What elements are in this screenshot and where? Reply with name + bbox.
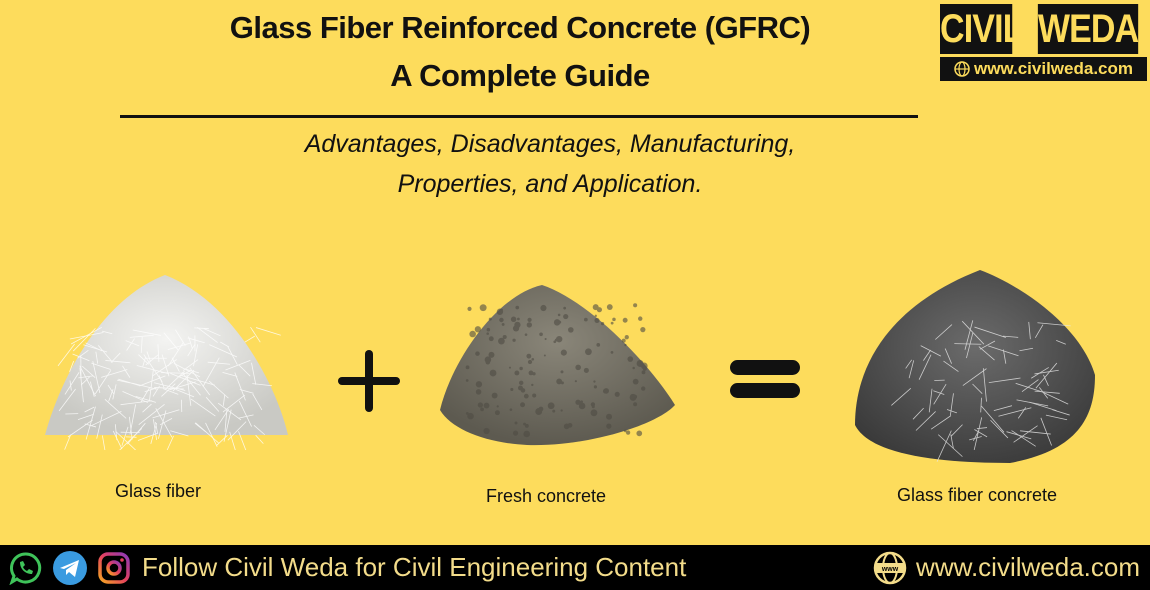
glass-fiber-pile <box>45 275 288 450</box>
fresh-concrete-pile <box>440 285 675 446</box>
title-divider <box>120 115 918 118</box>
subtitle-line2: Properties, and Application. <box>397 170 703 198</box>
footer-website-url: www.civilweda.com <box>916 552 1140 582</box>
caption-fresh-concrete: Fresh concrete <box>486 486 607 506</box>
whatsapp-icon[interactable] <box>8 550 44 586</box>
logo-word-weda: WEDA <box>1037 4 1139 54</box>
civil-weda-logo: CIVIL WEDA www.civilweda.com <box>940 4 1147 82</box>
logo-url: www.civilweda.com <box>973 59 1134 78</box>
footer-follow-text: Follow Civil Weda for Civil Engineering … <box>142 552 687 582</box>
caption-glass-fiber-concrete: Glass fiber concrete <box>897 485 1058 505</box>
caption-glass-fiber: Glass fiber <box>115 481 202 501</box>
telegram-icon[interactable] <box>52 550 88 586</box>
equals-icon <box>730 360 800 398</box>
svg-text:www: www <box>881 566 899 573</box>
footer-website[interactable]: www www.civilweda.com <box>872 545 1140 590</box>
main-title-line2: A Complete Guide <box>390 58 650 93</box>
glass-fiber-concrete-pile <box>855 270 1095 463</box>
subtitle: Advantages, Disadvantages, Manufacturing… <box>304 130 796 158</box>
www-globe-icon: www <box>873 551 907 584</box>
plus-icon <box>338 350 400 412</box>
globe-icon <box>954 61 970 77</box>
instagram-icon[interactable] <box>96 550 132 586</box>
footer-bar: Follow Civil Weda for Civil Engineering … <box>0 545 1150 590</box>
main-title: Glass Fiber Reinforced Concrete (GFRC) <box>229 10 811 45</box>
logo-word-civil: CIVIL <box>940 4 1023 54</box>
